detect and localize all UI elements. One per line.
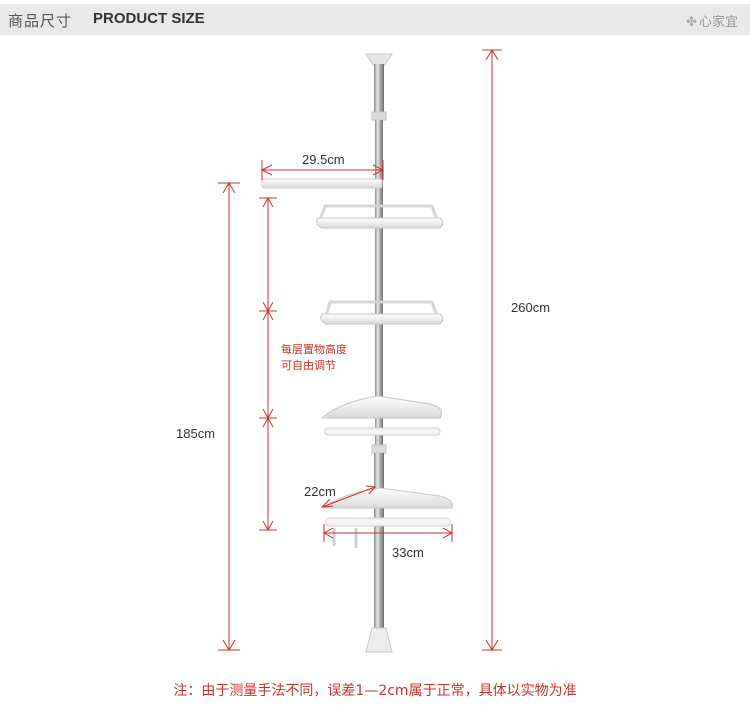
adjustable-note-line2: 可自由调节 <box>281 359 336 372</box>
brand-name: 心家宜 <box>698 15 738 30</box>
dimension-260 <box>482 49 502 651</box>
page-title-en: PRODUCT SIZE <box>93 10 205 27</box>
dimension-33 <box>322 524 454 542</box>
label-33cm: 33cm <box>392 545 424 560</box>
dimension-29-5 <box>260 160 385 180</box>
measurement-disclaimer: 注：由于测量手法不同，误差1—2cm属于正常，具体以实物为准 <box>173 683 577 699</box>
adjustable-note-line1: 每层置物高度 <box>281 343 347 356</box>
page-title-cn: 商品尺寸 <box>8 12 73 30</box>
label-29-5cm: 29.5cm <box>302 152 345 167</box>
shelf-4 <box>322 487 453 548</box>
shelf-3 <box>320 395 443 436</box>
header-bar: 商品尺寸 PRODUCT SIZE ✤心家宜 <box>0 4 750 35</box>
dimension-shelf-spacing <box>259 196 277 532</box>
label-185cm: 185cm <box>176 426 216 441</box>
adjustable-height-note: 每层置物高度 可自由调节 <box>281 342 347 374</box>
shelf-2 <box>320 300 444 325</box>
label-260cm: 260cm <box>511 300 551 315</box>
dimension-22 <box>320 485 376 508</box>
brand-logo: ✤心家宜 <box>686 11 738 30</box>
tension-pole <box>365 53 393 653</box>
clover-icon: ✤ <box>686 15 697 30</box>
towel-bar <box>261 178 383 189</box>
dimension-185 <box>218 182 240 651</box>
label-22cm: 22cm <box>304 484 336 499</box>
shelf-1 <box>316 204 444 229</box>
